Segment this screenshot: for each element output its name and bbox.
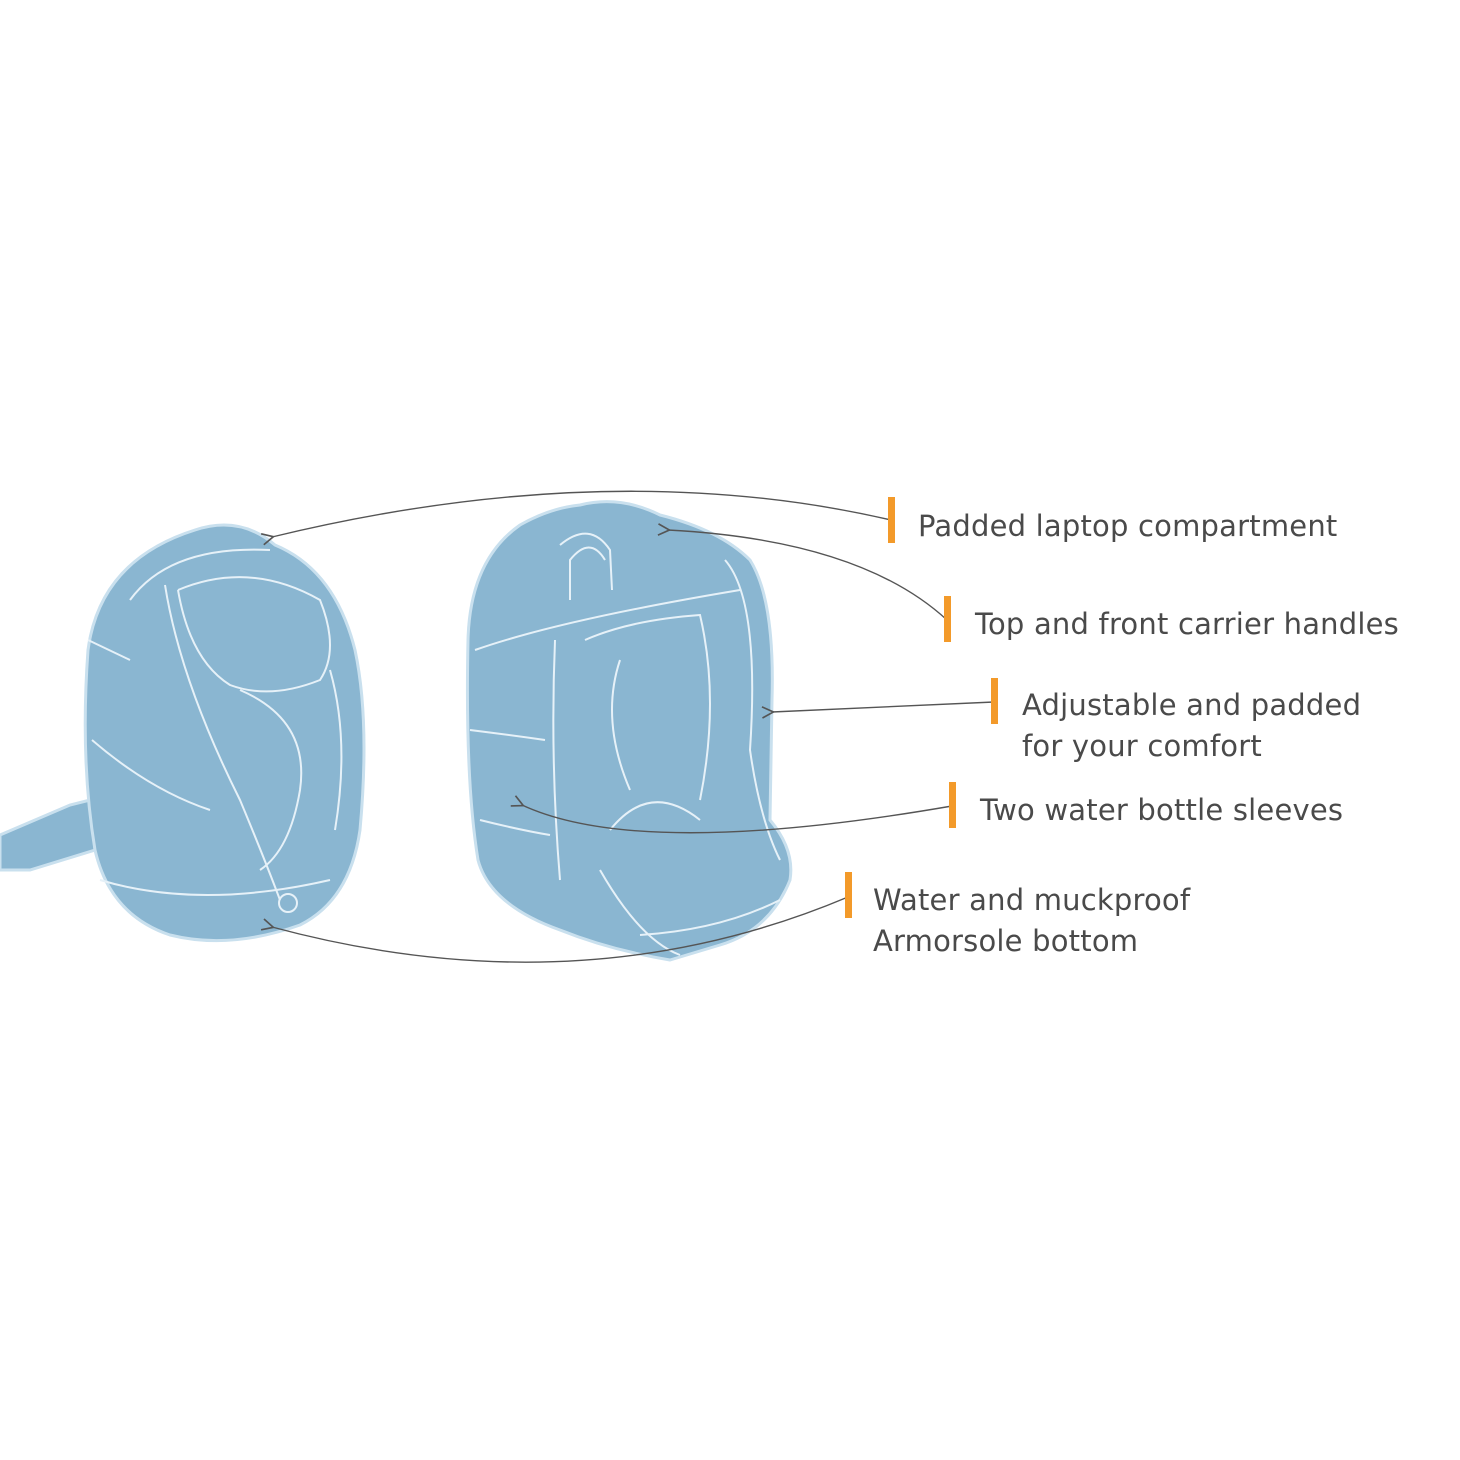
backpack-back-view	[465, 500, 793, 962]
leader-line-sleeves	[522, 805, 953, 834]
callout-bottom-line-1: Water and muckproof	[873, 883, 1191, 917]
leader-line-laptop	[272, 490, 892, 537]
callout-straps-line-2: for your comfort	[1022, 729, 1262, 763]
leader-line-handles	[668, 530, 948, 621]
callout-marker	[845, 872, 852, 918]
callout-marker	[949, 782, 956, 828]
callout-carrier-handles: Top and front carrier handles	[975, 607, 1399, 641]
leader-line-straps	[772, 701, 995, 712]
backpack-front-view	[0, 523, 366, 943]
leader-line-bottom	[272, 896, 849, 963]
callout-laptop-compartment: Padded laptop compartment	[918, 509, 1338, 543]
callout-straps-line-1: Adjustable and padded	[1022, 688, 1362, 722]
leader-lines	[272, 490, 995, 963]
callout-marker	[888, 497, 895, 543]
callout-marker	[944, 596, 951, 642]
callout-bottle-sleeves: Two water bottle sleeves	[980, 793, 1344, 827]
callout-bottom-line-2: Armorsole bottom	[873, 924, 1139, 958]
callout-marker	[991, 678, 998, 724]
